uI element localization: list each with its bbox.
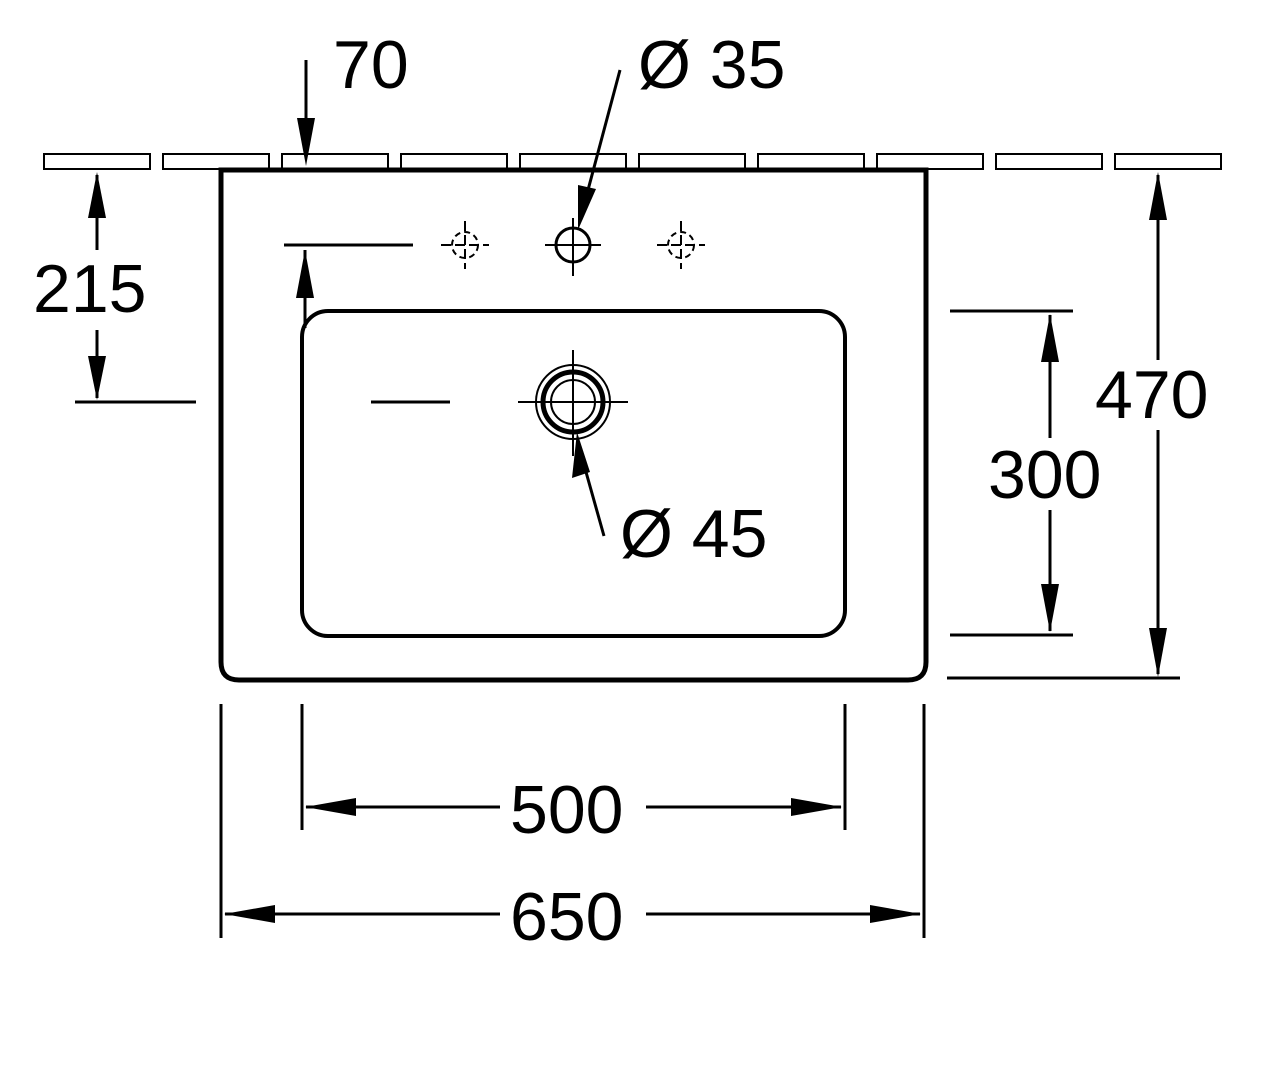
dim-tap-offset	[297, 60, 315, 166]
dim-waste-diameter-label: Ø 45	[620, 496, 767, 572]
dim-tap-hole-depth	[30, 172, 314, 404]
dim-overall-width	[219, 704, 926, 938]
dim-tap-hole-depth-label: 215	[33, 251, 146, 327]
dim-tap-hole-diameter-leader	[578, 69, 622, 230]
dim-tap-hole-diameter-label: Ø 35	[638, 27, 785, 103]
optional-tap-hole-right	[657, 221, 705, 269]
basin-outline	[218, 167, 929, 683]
dim-tap-offset-label: 70	[333, 27, 409, 103]
waste-outlet	[371, 350, 628, 456]
wall-tile-strip	[43, 153, 1222, 170]
bowl-outline	[300, 309, 847, 638]
optional-tap-hole-left	[441, 221, 489, 269]
dim-bowl-depth-label: 300	[988, 437, 1101, 513]
dim-bowl-depth	[950, 309, 1117, 637]
dim-overall-width-label: 650	[510, 879, 623, 955]
dim-bowl-width	[300, 704, 847, 830]
dim-waste-diameter-leader	[572, 432, 606, 537]
tap-hole	[545, 218, 601, 276]
dim-overall-depth-label: 470	[1095, 357, 1208, 433]
dim-bowl-width-label: 500	[510, 772, 623, 848]
dim-overall-depth	[947, 172, 1225, 680]
